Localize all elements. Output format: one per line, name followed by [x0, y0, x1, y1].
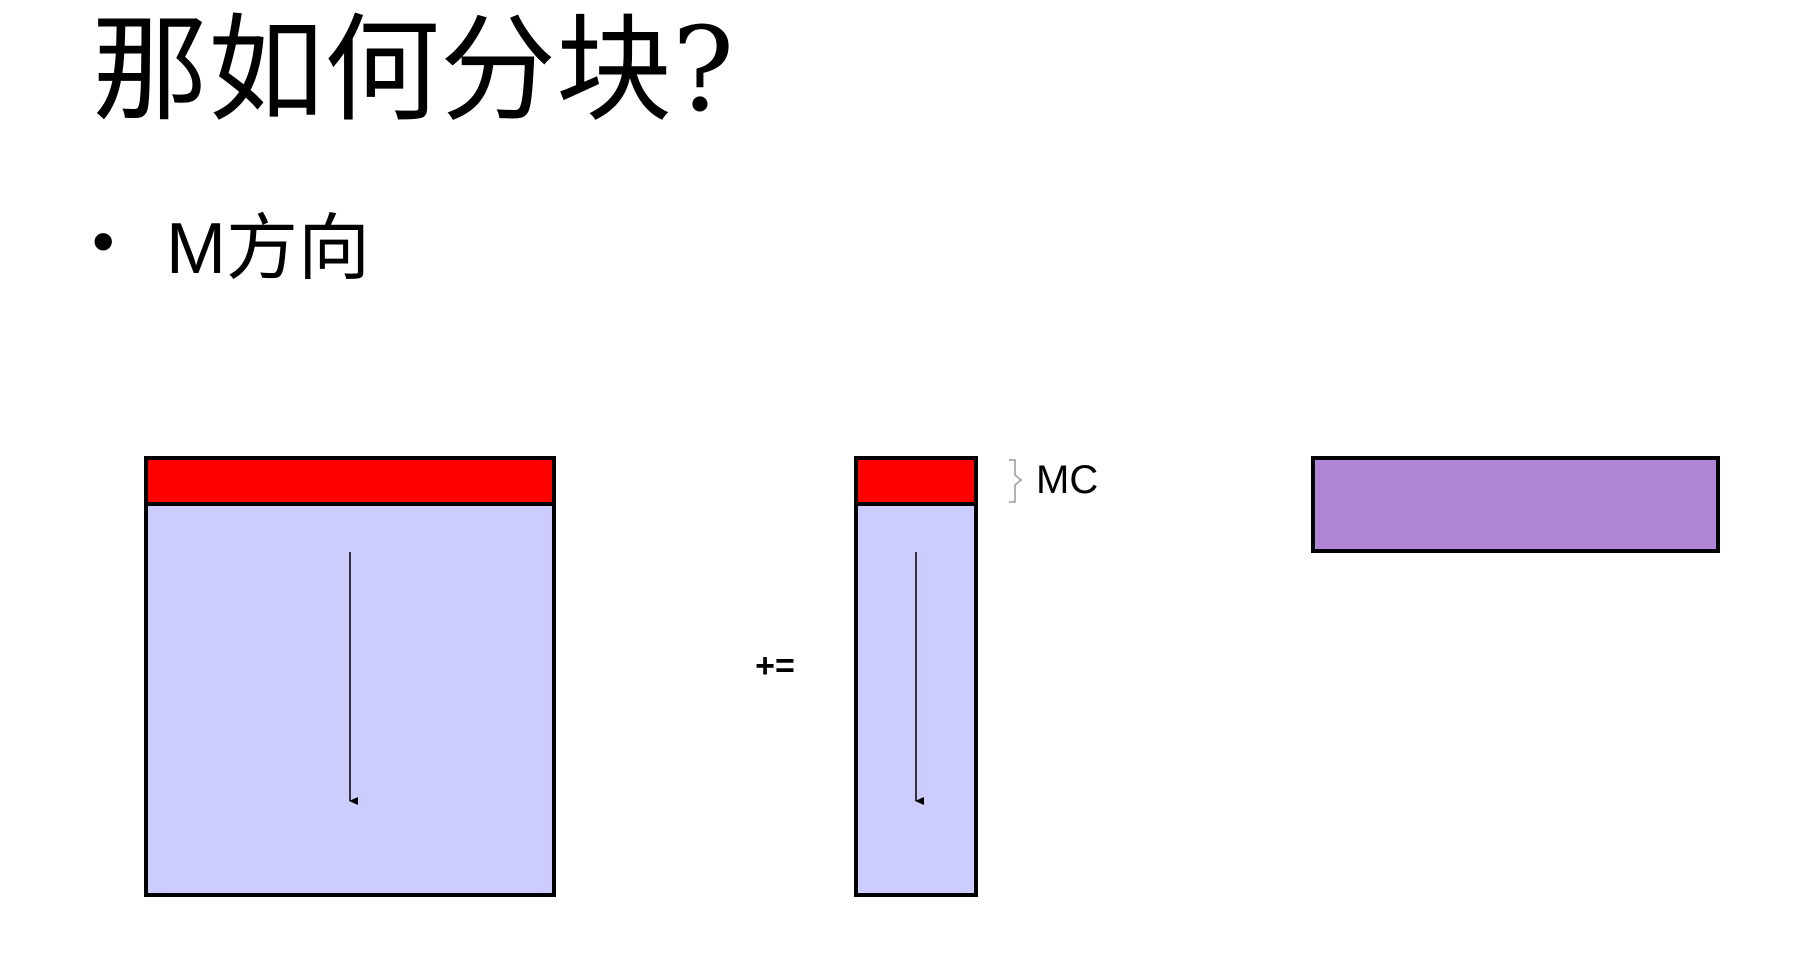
matrix-b	[1311, 456, 1720, 553]
mc-brace	[1009, 459, 1023, 503]
bullet-text: M方向	[166, 208, 370, 289]
slide-title: 那如何分块?	[92, 3, 735, 138]
bullet-item: • M方向	[92, 196, 370, 289]
matrix-c-block	[854, 456, 978, 506]
matrix-a	[144, 456, 556, 897]
matrix-c	[854, 456, 978, 897]
bullet-marker: •	[92, 205, 115, 277]
mc-label: MC	[1036, 458, 1098, 502]
plus-equals-operator: +=	[755, 647, 795, 685]
matrix-a-block	[144, 456, 556, 506]
